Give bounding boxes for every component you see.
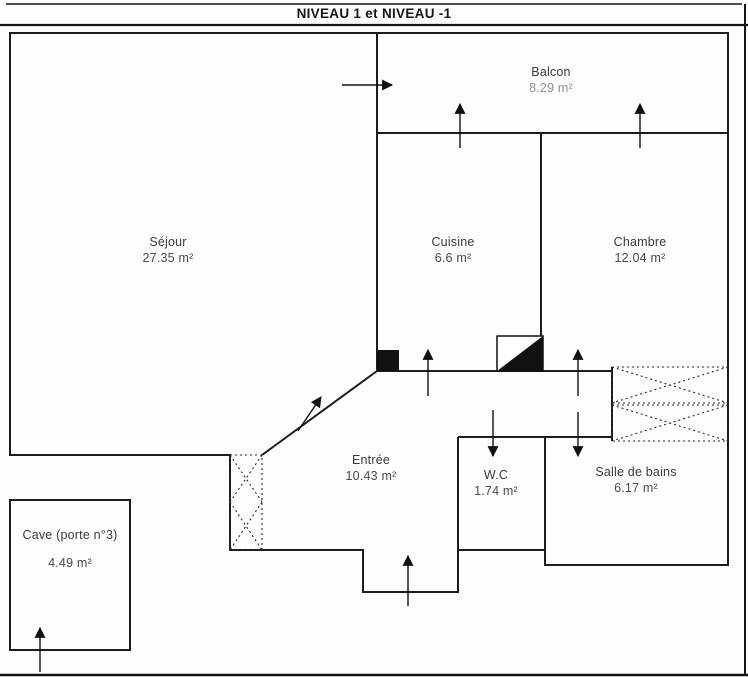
door-symbol xyxy=(496,335,544,372)
direction-arrows xyxy=(34,79,646,672)
room-area-cuisine: 6.6 m² xyxy=(434,251,472,265)
room-area-chambre: 12.04 m² xyxy=(614,251,666,265)
room-label-balcon: Balcon 8.29 m² xyxy=(529,64,573,96)
room-area-cave: 4.49 m² xyxy=(48,556,92,570)
room-label-cuisine: Cuisine 6.6 m² xyxy=(431,234,474,266)
room-area-salle-de-bains: 6.17 m² xyxy=(614,481,658,495)
room-name-salle-de-bains: Salle de bains xyxy=(595,465,677,479)
room-name-wc: W.C xyxy=(483,468,509,482)
room-label-cave: Cave (porte n°3) 4.49 m² xyxy=(22,527,117,571)
room-label-salle-de-bains: Salle de bains 6.17 m² xyxy=(595,464,676,496)
page-frame xyxy=(0,3,748,677)
room-label-entree: Entrée 10.43 m² xyxy=(346,452,397,484)
room-label-wc: W.C 1.74 m² xyxy=(474,467,518,499)
room-name-sejour: Séjour xyxy=(149,235,187,249)
room-name-entree: Entrée xyxy=(351,453,391,467)
arrow-sejour-entree-door-icon xyxy=(297,396,322,432)
room-name-balcon: Balcon xyxy=(531,65,571,79)
outer-wall xyxy=(9,32,729,593)
shaft-hatch xyxy=(229,454,263,551)
cave-outline xyxy=(9,499,131,651)
room-area-entree: 10.43 m² xyxy=(345,469,397,483)
page-title: NIVEAU 1 et NIVEAU -1 xyxy=(296,6,452,21)
closet-hatch xyxy=(611,366,729,442)
wall-diagonal-entree xyxy=(261,370,378,456)
room-name-cuisine: Cuisine xyxy=(431,235,475,249)
wall-pier xyxy=(377,350,399,371)
room-area-balcon: 8.29 m² xyxy=(529,81,573,95)
walls xyxy=(9,32,729,651)
room-label-chambre: Chambre 12.04 m² xyxy=(614,234,667,266)
room-area-sejour: 27.35 m² xyxy=(142,251,194,265)
room-name-chambre: Chambre xyxy=(613,235,667,249)
room-area-wc: 1.74 m² xyxy=(474,484,518,498)
room-name-cave: Cave (porte n°3) xyxy=(22,528,118,542)
room-label-sejour: Séjour 27.35 m² xyxy=(143,234,194,266)
